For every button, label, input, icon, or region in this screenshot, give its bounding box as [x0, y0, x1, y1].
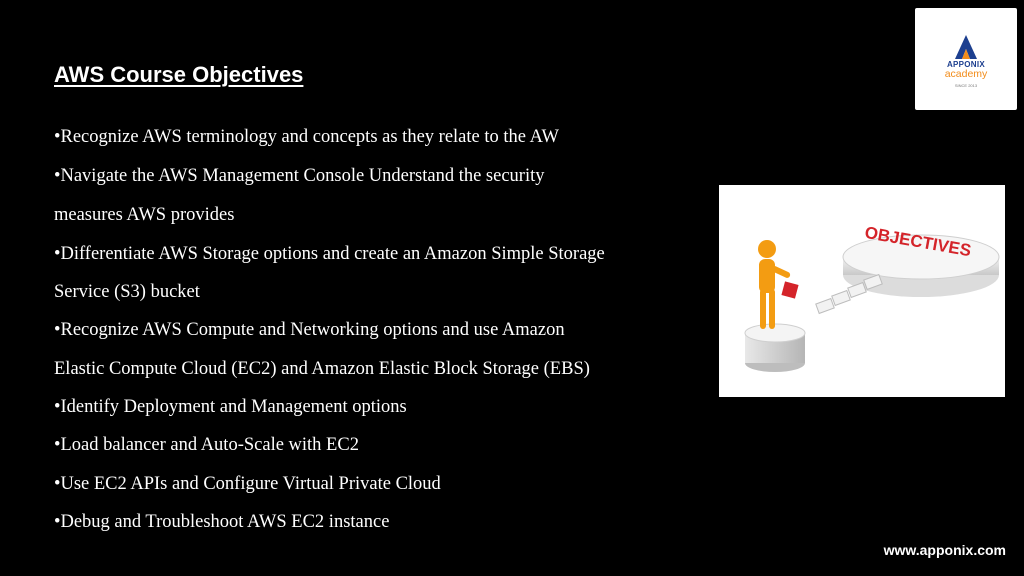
- bullet-line: Elastic Compute Cloud (EC2) and Amazon E…: [54, 359, 590, 379]
- bullet-line: •Load balancer and Auto-Scale with EC2: [54, 435, 359, 455]
- logo-name: APPONIX: [946, 60, 986, 69]
- logo-a-icon: [955, 35, 977, 59]
- bullet-line: •Navigate the AWS Management Console Und…: [54, 166, 545, 186]
- bullet-line: •Identify Deployment and Management opti…: [54, 397, 407, 417]
- apponix-logo: APPONIX academy SINCE 2013: [915, 8, 1017, 110]
- objectives-illustration: OBJECTIVES: [719, 185, 1005, 397]
- bullet-line: Service (S3) bucket: [54, 282, 200, 302]
- bullet-line: measures AWS provides: [54, 205, 235, 225]
- bullet-line: •Debug and Troubleshoot AWS EC2 instance: [54, 512, 390, 532]
- bullet-line: •Use EC2 APIs and Configure Virtual Priv…: [54, 474, 441, 494]
- bullet-line: •Differentiate AWS Storage options and c…: [54, 244, 605, 264]
- bullet-line: •Recognize AWS Compute and Networking op…: [54, 320, 565, 340]
- logo-since: SINCE 2013: [954, 83, 978, 88]
- slide-title: AWS Course Objectives: [54, 62, 304, 87]
- bullet-line: •Recognize AWS terminology and concepts …: [54, 127, 559, 147]
- objectives-figure-icon: OBJECTIVES: [744, 223, 1000, 372]
- logo-subtitle: academy: [944, 68, 988, 80]
- website-url: www.apponix.com: [883, 542, 1006, 558]
